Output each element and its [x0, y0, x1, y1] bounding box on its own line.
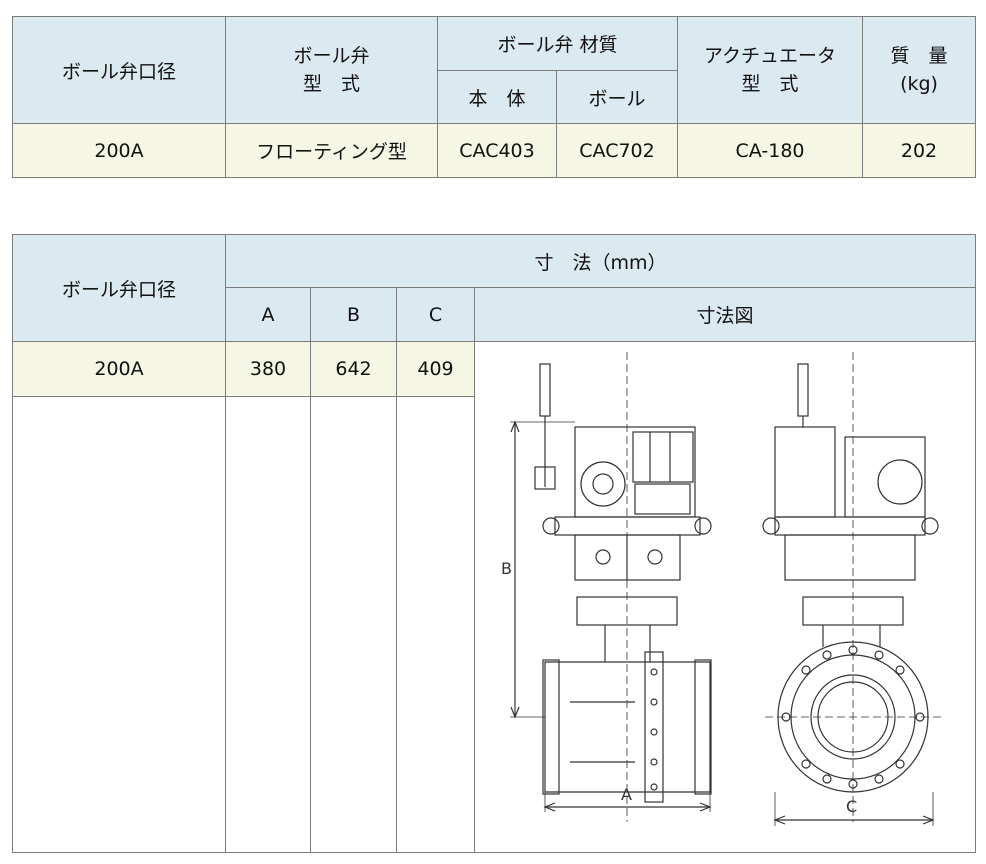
- dims-header-bore: ボール弁口径: [12, 234, 226, 342]
- dims-header-c: C: [396, 287, 475, 342]
- cell-valve-type: フローティング型: [225, 123, 438, 178]
- cell-body-material: CAC403: [437, 123, 557, 178]
- label-a: A: [621, 785, 632, 804]
- label-b: B: [501, 559, 512, 578]
- dims-header-drawing: 寸法図: [473, 287, 977, 342]
- dims-blank-a: [225, 396, 311, 853]
- dimensions-table: ボール弁口径 寸 法（mm） A B C 寸法図 200A 380 642 40…: [12, 234, 977, 853]
- dims-blank-bore: [12, 396, 226, 853]
- side-bracket: [784, 534, 916, 581]
- label-c: C: [846, 797, 857, 816]
- front-valve-body: [544, 661, 711, 793]
- header-valve-type-line1: ボール弁: [293, 45, 370, 67]
- header-actuator-type: アクチュエータ 型 式: [677, 16, 864, 124]
- dims-header-b: B: [310, 287, 397, 342]
- header-mass-line1: 質 量: [890, 45, 948, 67]
- dims-cell-b: 642: [310, 341, 397, 397]
- front-mount-plate: [554, 516, 701, 536]
- flange-bolts: [781, 645, 925, 789]
- header-valve-type: ボール弁 型 式: [225, 16, 438, 124]
- side-actuator: [774, 426, 836, 518]
- header-mass: 質 量 (kg): [862, 16, 977, 124]
- header-valve-type-line2: 型 式: [302, 73, 360, 95]
- cell-mass: 202: [862, 123, 977, 178]
- side-handle: [797, 363, 809, 417]
- valve-drawing-svg: B A: [501, 352, 941, 826]
- dims-blank-b: [310, 396, 397, 853]
- header-actuator-line2: 型 式: [741, 73, 799, 95]
- dims-cell-a: 380: [225, 341, 311, 397]
- dimension-drawing: B A: [473, 341, 977, 853]
- dims-blank-c: [396, 396, 475, 853]
- header-material-ball: ボール: [555, 70, 679, 124]
- front-view: [510, 352, 712, 822]
- dims-cell-bore: 200A: [12, 341, 226, 397]
- header-actuator-line1: アクチュエータ: [703, 45, 837, 67]
- header-mass-line2: (kg): [900, 73, 938, 95]
- dims-cell-c: 409: [396, 341, 475, 397]
- header-bore: ボール弁口径: [12, 16, 226, 124]
- side-view: [762, 352, 941, 826]
- dims-header-a: A: [225, 287, 311, 342]
- side-mount-plate: [774, 516, 926, 536]
- header-material: ボール弁 材質: [436, 16, 679, 71]
- header-material-body: 本 体: [437, 70, 557, 124]
- cell-bore: 200A: [12, 123, 226, 178]
- dims-header-dimensions: 寸 法（mm）: [224, 234, 977, 288]
- cell-ball-material: CAC702: [555, 123, 679, 178]
- cell-actuator: CA-180: [677, 123, 864, 178]
- front-handle: [539, 363, 551, 417]
- spec-table: ボール弁口径 ボール弁 型 式 ボール弁 材質 アクチュエータ 型 式 質 量 …: [12, 16, 977, 178]
